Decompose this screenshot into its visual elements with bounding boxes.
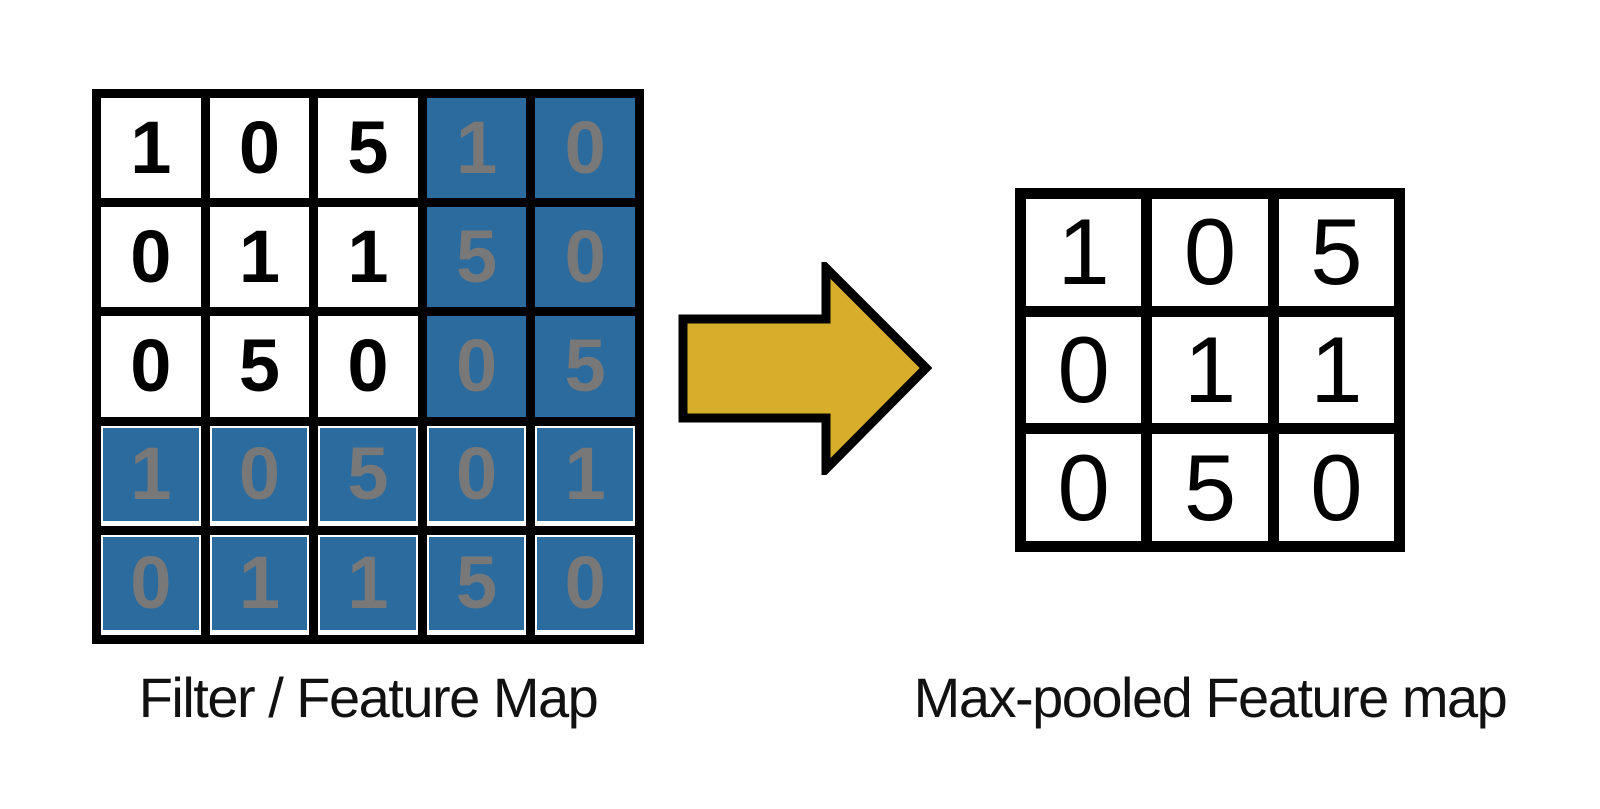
left-grid-caption: Filter / Feature Map [138,666,599,729]
grid-cell: 0 [101,534,201,635]
grid-cell: 1 [426,98,527,199]
grid-cell: 0 [1026,316,1142,424]
grid-cell: 0 [209,98,310,199]
grid-cell: 5 [318,98,418,199]
grid-cell: 5 [535,316,635,417]
grid-cell: 1 [209,207,310,308]
grid-cell: 0 [426,316,527,417]
right-grid-caption: Max-pooled Feature map [913,666,1508,729]
right-arrow-shape [678,262,932,475]
grid-cell: 5 [426,207,527,308]
grid-cell: 0 [535,207,635,308]
grid-cell: 1 [101,98,201,199]
grid-cell: 0 [1278,434,1394,541]
grid-cell: 0 [318,316,418,417]
grid-cell: 0 [426,425,527,526]
grid-cell: 1 [1152,316,1268,424]
grid-cell: 0 [535,534,635,635]
grid-cell: 5 [318,425,418,526]
right-arrow-icon [678,262,932,475]
grid-cell: 0 [535,98,635,199]
grid-cell: 0 [101,316,201,417]
grid-cell: 0 [1026,434,1142,541]
grid-cell: 1 [1026,199,1142,306]
grid-cell: 0 [1152,199,1268,306]
grid-cell: 1 [318,207,418,308]
grid-cell: 5 [209,316,310,417]
grid-cell: 1 [1278,316,1394,424]
grid-cell: 5 [1278,199,1394,306]
grid-cell: 1 [209,534,310,635]
grid-cell: 1 [101,425,201,526]
grid-cell: 1 [318,534,418,635]
grid-cell: 0 [101,207,201,308]
grid-cell: 5 [1152,434,1268,541]
grid-cell: 0 [209,425,310,526]
grid-cell: 1 [535,425,635,526]
grid-cell: 5 [426,534,527,635]
